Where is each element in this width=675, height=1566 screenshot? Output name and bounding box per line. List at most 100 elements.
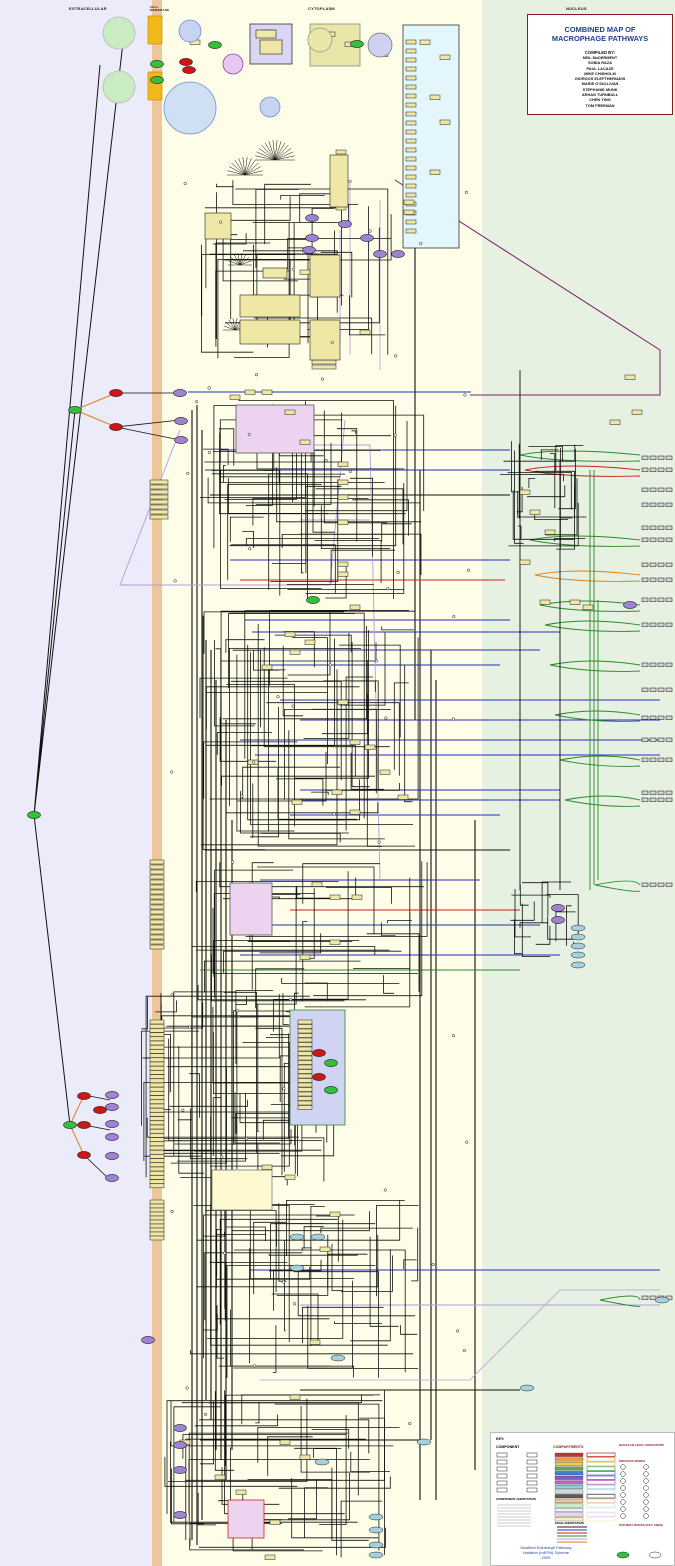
signal-node — [551, 904, 565, 912]
legend-compartment-swatch — [554, 1471, 584, 1476]
dense-wire — [302, 863, 380, 904]
protein-component — [149, 1227, 165, 1233]
process-node — [231, 860, 235, 864]
protein-component — [311, 881, 323, 887]
protein-component — [149, 1095, 165, 1100]
protein-component — [149, 879, 165, 885]
protein-component — [149, 1036, 165, 1042]
dense-wire — [250, 706, 279, 838]
dense-wire — [257, 1427, 400, 1463]
dense-wire — [514, 889, 531, 938]
process-node — [170, 993, 174, 997]
protein-component — [149, 859, 165, 865]
nuclear-edge — [594, 880, 641, 886]
gene-output — [649, 797, 657, 802]
process-node — [451, 1034, 456, 1038]
dense-wire — [170, 1441, 358, 1523]
protein-component — [284, 409, 296, 415]
sub-compartment-panel — [235, 404, 315, 454]
dense-wire — [209, 637, 419, 800]
dense-wire — [288, 730, 385, 840]
receptor-complex — [307, 27, 333, 53]
dense-wire — [211, 470, 281, 596]
dense-wire — [224, 445, 297, 500]
protein-component — [149, 1183, 165, 1189]
dense-wire — [236, 654, 295, 832]
dense-wire — [207, 1219, 344, 1339]
process-node — [207, 450, 211, 454]
signal-node — [27, 811, 41, 819]
cluster-spoke — [274, 144, 289, 161]
protein-component — [149, 1137, 165, 1142]
dense-wire — [281, 534, 405, 548]
dense-wire — [326, 783, 400, 791]
process-node — [282, 1087, 286, 1091]
dense-wire — [411, 1227, 419, 1282]
dense-wire — [191, 1016, 259, 1105]
process-node — [393, 433, 397, 437]
protein-component — [405, 129, 417, 135]
dense-wire — [204, 960, 361, 993]
ligand-branch — [69, 392, 117, 1156]
dense-wire — [221, 775, 376, 786]
protein-component — [405, 147, 417, 153]
legend-process-glyph — [643, 1506, 649, 1512]
dense-wire — [210, 1042, 290, 1167]
gene-output — [657, 487, 665, 492]
dense-wire — [314, 540, 382, 583]
process-node — [183, 182, 187, 186]
legend-process-glyph — [620, 1499, 626, 1505]
protein-component — [337, 519, 349, 525]
protein-component — [297, 1037, 313, 1043]
dense-wire — [224, 1390, 345, 1515]
protein-component — [329, 1211, 341, 1217]
dense-wire — [224, 1394, 374, 1466]
cluster-spoke — [274, 140, 278, 161]
cluster-spoke — [244, 160, 256, 176]
gene-output — [641, 502, 649, 507]
dense-wire — [230, 544, 336, 593]
legend-compartment-swatch — [586, 1498, 616, 1503]
dense-wire — [245, 538, 380, 546]
protein-component — [297, 1078, 313, 1083]
protein-component — [299, 1454, 311, 1460]
cluster-spoke — [272, 140, 276, 161]
cluster-spoke — [228, 166, 246, 176]
protein-component — [351, 894, 363, 900]
dense-wire — [337, 428, 358, 542]
dense-wire — [234, 221, 290, 358]
dense-wire — [263, 647, 390, 748]
cluster-spoke — [230, 257, 241, 266]
legend-compartment-swatch — [586, 1466, 616, 1471]
process-node — [408, 1421, 412, 1426]
gene-output — [657, 562, 665, 567]
gene-output — [657, 882, 665, 887]
signal-node — [208, 41, 222, 49]
nuclear-edge — [589, 470, 599, 890]
process-node — [377, 840, 381, 844]
gene-output — [665, 797, 673, 802]
protein-component — [429, 94, 441, 100]
protein-component — [609, 419, 621, 425]
dense-wire — [177, 1092, 246, 1162]
protein-component — [149, 1053, 165, 1058]
dense-wire — [507, 472, 572, 510]
upper-right-edge — [394, 179, 661, 396]
dense-wire — [204, 1252, 303, 1321]
gene-output — [665, 715, 673, 720]
title-block: COMBINED MAP OF MACROPHAGE PATHWAYS COMP… — [527, 14, 673, 115]
protein-component — [149, 1175, 165, 1180]
cluster-spoke — [237, 253, 241, 266]
cluster-spoke — [255, 155, 276, 161]
protein-component — [297, 1105, 313, 1110]
legend-compartment-swatch — [586, 1452, 616, 1457]
dense-wire — [235, 990, 273, 1064]
gene-output — [657, 662, 665, 667]
process-node — [195, 400, 199, 404]
protein-component — [405, 165, 417, 171]
receptor-complex — [102, 16, 136, 50]
legend-annotation-heading: COMPONENT ANNOTATION — [496, 1497, 536, 1501]
nuclear-edge — [594, 884, 641, 892]
dense-wire — [194, 1414, 278, 1427]
dense-wire — [257, 866, 375, 934]
